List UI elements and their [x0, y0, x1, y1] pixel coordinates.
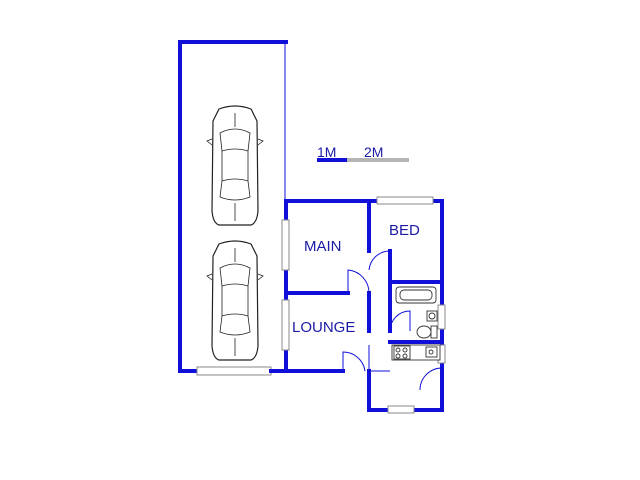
- toilet-cistern: [430, 325, 438, 339]
- entry-door: [419, 367, 443, 391]
- lounge-window: [281, 299, 290, 351]
- room-label-bed: BED: [389, 222, 420, 239]
- stove-plate-3: [395, 353, 401, 359]
- sink-drain: [428, 349, 434, 355]
- bath-door: [389, 310, 411, 332]
- scale-bar: 1M 2M: [317, 144, 409, 162]
- lounge-door: [342, 351, 366, 372]
- main-window: [281, 219, 290, 271]
- bed-door: [368, 250, 391, 271]
- passage-outline: [368, 345, 390, 372]
- bathtub-inner: [399, 289, 433, 301]
- carport: [178, 40, 288, 376]
- kitchen-fixtures: [391, 344, 441, 361]
- bed-window: [376, 196, 434, 205]
- doors: [342, 250, 443, 391]
- scale-label-2m: 2M: [364, 144, 383, 160]
- stove-plate-4: [402, 353, 408, 359]
- basin-bowl: [428, 312, 436, 320]
- bathroom-fixtures: [395, 286, 438, 339]
- stove-plate-1: [395, 347, 401, 353]
- entry-window: [387, 405, 415, 414]
- carport-gate: [196, 366, 272, 376]
- house-walls: [281, 196, 446, 414]
- toilet: [416, 325, 432, 339]
- room-label-main: MAIN: [304, 238, 342, 255]
- stove-plate-2: [402, 347, 408, 353]
- car-top: [206, 105, 264, 226]
- car-bottom: [206, 240, 264, 361]
- room-label-lounge: LOUNGE: [292, 319, 355, 336]
- main-door: [347, 269, 370, 294]
- scale-label-1m: 1M: [317, 144, 336, 160]
- bath-window: [437, 304, 446, 330]
